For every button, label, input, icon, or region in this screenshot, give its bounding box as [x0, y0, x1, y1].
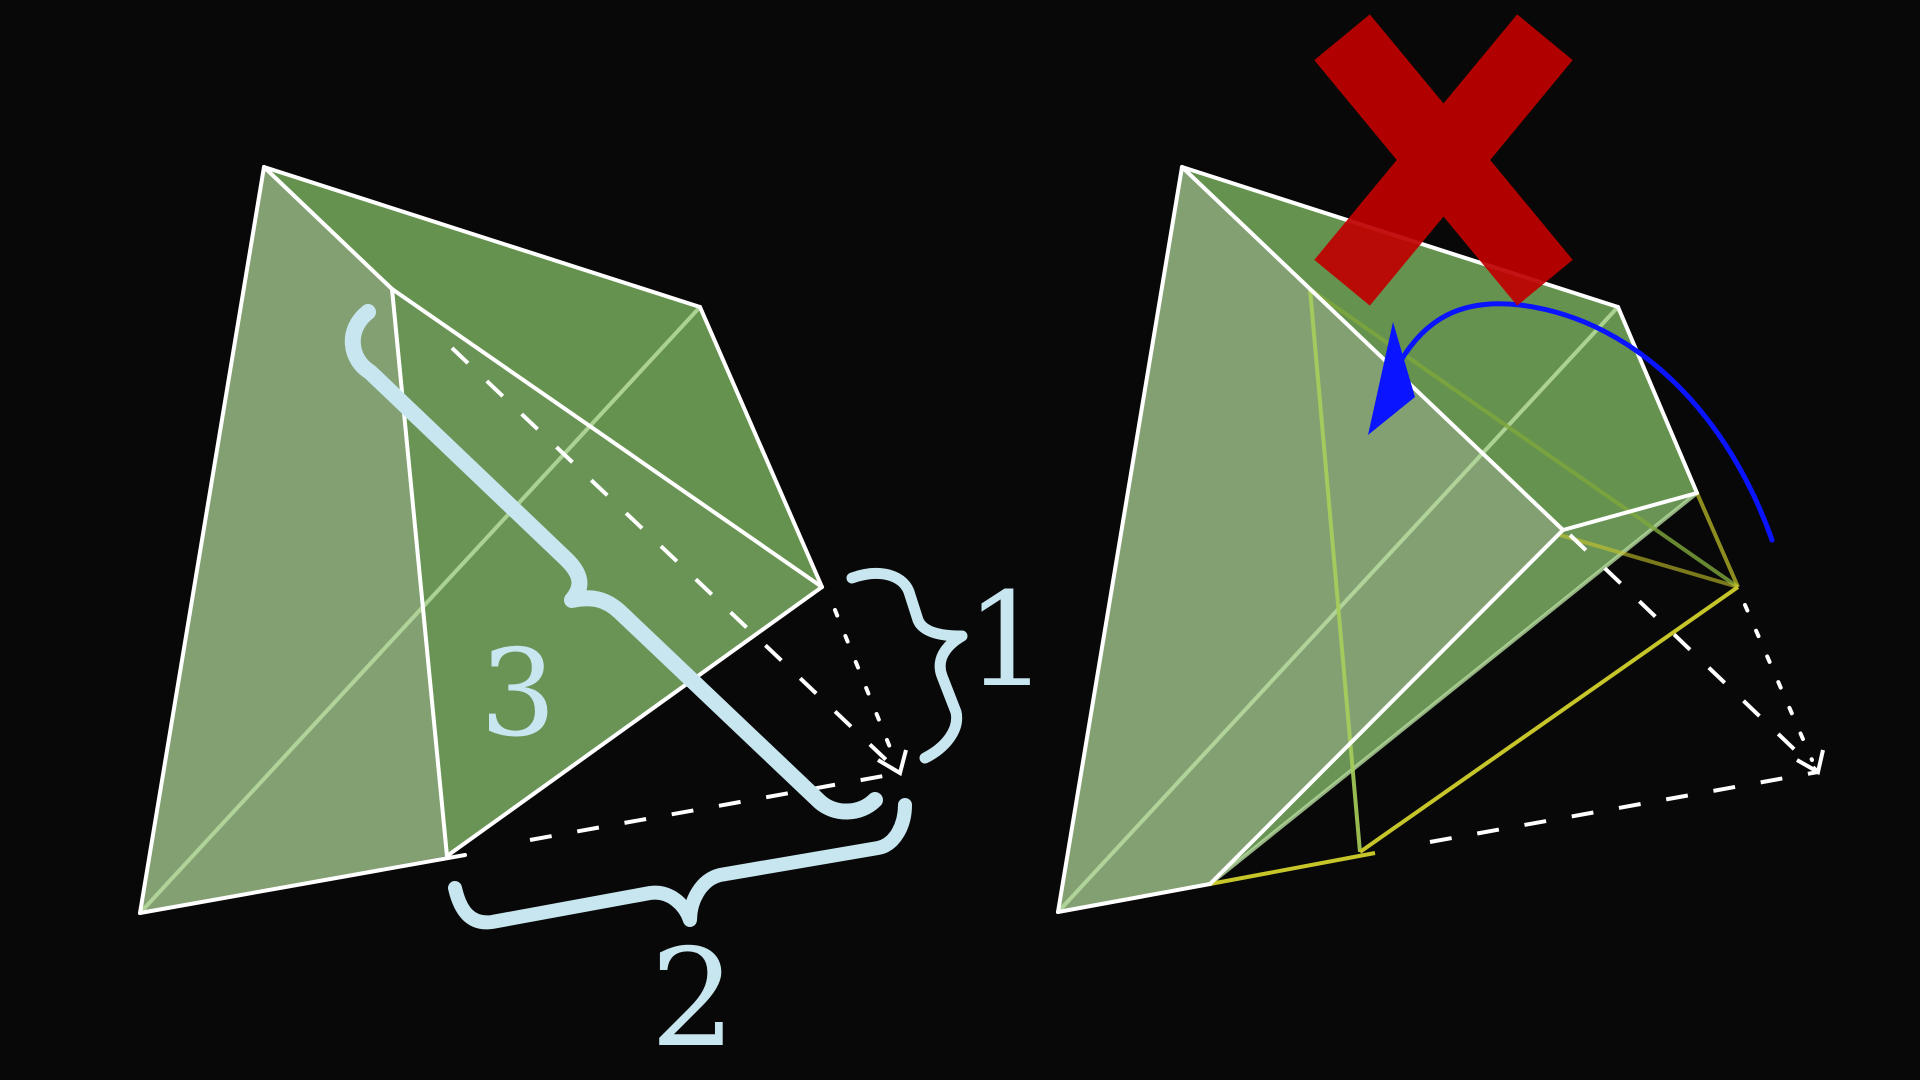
left-edge [262, 165, 394, 291]
right-inner-edge [1308, 288, 1362, 853]
left-face-back [140, 167, 447, 913]
left-edge [138, 165, 266, 915]
brace-bottom [448, 798, 912, 930]
left-edge [390, 287, 449, 858]
folded-edge [1695, 492, 1740, 588]
right-dotted-guide [1743, 603, 1814, 762]
right-dashed-guide [1429, 770, 1819, 844]
right-face-back [1058, 167, 1563, 912]
left-edge [138, 853, 467, 915]
right-tetrahedron [1056, 165, 1825, 914]
brace-right [846, 568, 968, 764]
curved-arrow-icon [1368, 301, 1775, 543]
left-guide-arrowhead [876, 749, 908, 777]
right-dashed-guide [1568, 533, 1820, 774]
folded-edge [1358, 585, 1740, 854]
right-edge [1208, 528, 1565, 886]
right-inner-edge [1308, 287, 1740, 589]
right-edge [1056, 165, 1184, 914]
folded-edge [1209, 851, 1376, 886]
label-three: 3 [480, 625, 556, 764]
right-edge [1180, 165, 1565, 532]
left-dashed-guide [529, 771, 901, 842]
right-edge [1056, 882, 1212, 914]
right-edge [1561, 491, 1699, 532]
left-tetrahedron [138, 165, 908, 915]
left-face-top [264, 167, 822, 587]
right-guide-arrowhead [1796, 749, 1825, 776]
right-inner-edge [1208, 491, 1699, 886]
left-edge [262, 165, 702, 309]
right-face-top [1182, 167, 1697, 530]
right-edge [1616, 305, 1699, 495]
brace-diagonal [344, 304, 883, 820]
label-one: 1 [966, 564, 1049, 716]
left-dashed-guide [450, 346, 902, 775]
left-edge [390, 287, 824, 589]
left-inner-edge [138, 305, 702, 915]
left-dotted-guide [833, 608, 897, 762]
left-edge [698, 305, 824, 589]
left-edge [445, 585, 824, 858]
red-x-icon [1314, 14, 1573, 306]
folded-edge [1559, 533, 1739, 589]
label-two: 2 [650, 920, 736, 1077]
left-face-front [392, 289, 822, 856]
